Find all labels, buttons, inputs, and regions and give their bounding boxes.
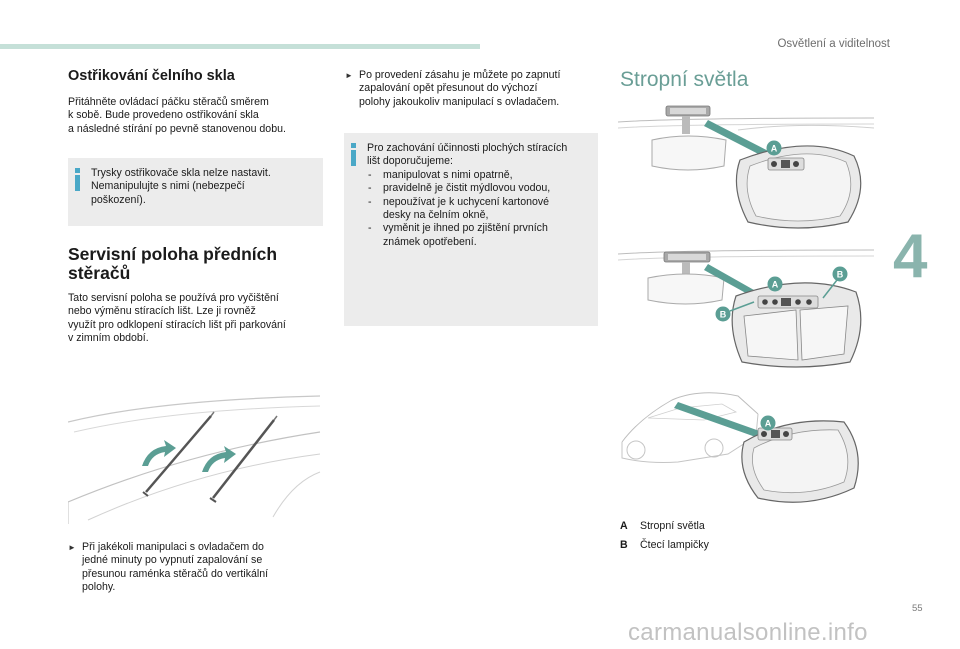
service-paragraph: Tato servisní poloha se používá pro vyči… (68, 292, 330, 346)
ceiling-light-figure-2: A B B (618, 249, 874, 368)
bullet-marker-icon: ► (68, 543, 76, 552)
bullet-line: přesunou raménka stěračů do vertikální (82, 567, 269, 580)
bullet-line: polohy jakoukoliv manipulací s ovladačem… (359, 95, 560, 108)
page-title: Stropní světla (620, 68, 749, 91)
washer-note-text: Trysky ostřikovače skla nelze nastavit. … (91, 167, 319, 207)
rotate-arrow-icon (202, 446, 236, 472)
service-line: využít pro odklopení stíracích lišt při … (68, 318, 286, 331)
list-item-text: vyměnit je ihned po zjištění prvních (383, 222, 548, 235)
washer-line-1: Přitáhněte ovládací páčku stěračů směrem (68, 96, 269, 108)
rotate-arrow-icon (142, 440, 176, 466)
info-icon (351, 143, 356, 166)
figure-label: B (837, 270, 844, 280)
ceiling-light-figure-1: A (618, 105, 874, 229)
figure-label: A (772, 280, 779, 290)
legend-item-b: B Čtecí lampičky (620, 539, 709, 551)
bullet-line: jedné minuty po vypnutí zapalování se (82, 554, 263, 567)
service-heading-line: Servisní poloha předních (68, 244, 278, 264)
washer-paragraph: Přitáhněte ovládací páčku stěračů směrem… (68, 96, 328, 136)
ceiling-light-figure-3: A (621, 392, 859, 503)
note-line: Nemanipulujte s nimi (nebezpečí (91, 180, 245, 193)
note-line: Trysky ostřikovače skla nelze nastavit. (91, 167, 271, 179)
note-line: poškození). (91, 193, 146, 206)
legend-text: Stropní světla (640, 520, 705, 532)
washer-note-box: Trysky ostřikovače skla nelze nastavit. … (68, 158, 323, 226)
list-item-text: nepoužívat je k uchycení kartonové (383, 195, 550, 208)
list-item-text: desky na čelním okně, (383, 209, 489, 222)
blade-care-list: -manipulovat s nimi opatrně, -pravidelně… (367, 169, 595, 249)
service-line: v zimním období. (68, 332, 149, 345)
page-number: 55 (912, 603, 923, 614)
info-icon (75, 168, 80, 191)
figure-label: A (765, 419, 772, 429)
washer-line-3: a následné stírání po pevně stanovenou d… (68, 122, 286, 135)
figure-label: A (771, 144, 778, 154)
watermark: carmanualsonline.info (628, 619, 868, 646)
list-item: -manipulovat s nimi opatrně, (367, 169, 595, 182)
blade-care-note-box: Pro zachování účinnosti plochých stírací… (344, 133, 598, 326)
chapter-number: 4 (893, 222, 928, 291)
note-line: Pro zachování účinnosti plochých stírací… (367, 142, 568, 154)
blade-care-note: Pro zachování účinnosti plochých stírací… (367, 142, 595, 249)
legend-text: Čtecí lampičky (640, 539, 709, 551)
washer-heading: Ostřikování čelního skla (68, 68, 235, 84)
note-line: lišt doporučujeme: (367, 155, 453, 168)
bullet-line: zapalování opět přesunout do výchozí (359, 82, 538, 95)
section-title: Osvětlení a viditelnost (777, 38, 890, 50)
service-bullet-text: Při jakékoli manipulaci s ovladačem do j… (82, 541, 268, 595)
service-heading-line: stěračů (68, 263, 131, 283)
wiper-service-illustration (68, 395, 321, 524)
restore-bullet-text: Po provedení zásahu je můžete po zapnutí… (359, 69, 560, 109)
figure-legend: A Stropní světla B Čtecí lampičky (620, 520, 820, 560)
bullet-marker-icon: ► (345, 71, 353, 80)
list-item: -pravidelně je čistit mýdlovou vodou, (367, 182, 595, 195)
bullet-line: polohy. (82, 581, 116, 594)
figure-label: B (720, 310, 727, 320)
legend-key: B (620, 539, 628, 551)
list-item-text: známek opotřebení. (383, 235, 477, 248)
legend-item-a: A Stropní světla (620, 520, 705, 532)
list-item-text: manipulovat s nimi opatrně, (383, 168, 513, 181)
top-color-bar (0, 44, 480, 49)
bullet-line: Při jakékoli manipulaci s ovladačem do (82, 541, 264, 553)
service-line: nebo výměnu stíracích lišt. Lze ji rovně… (68, 305, 256, 318)
list-item-text: pravidelně je čistit mýdlovou vodou, (383, 182, 551, 195)
service-line: Tato servisní poloha se používá pro vyči… (68, 292, 279, 304)
legend-key: A (620, 520, 628, 532)
washer-line-2: k sobě. Bude provedeno ostřikování skla (68, 109, 259, 122)
service-heading: Servisní poloha předních stěračů (68, 245, 277, 283)
bullet-line: Po provedení zásahu je můžete po zapnutí (359, 69, 561, 81)
